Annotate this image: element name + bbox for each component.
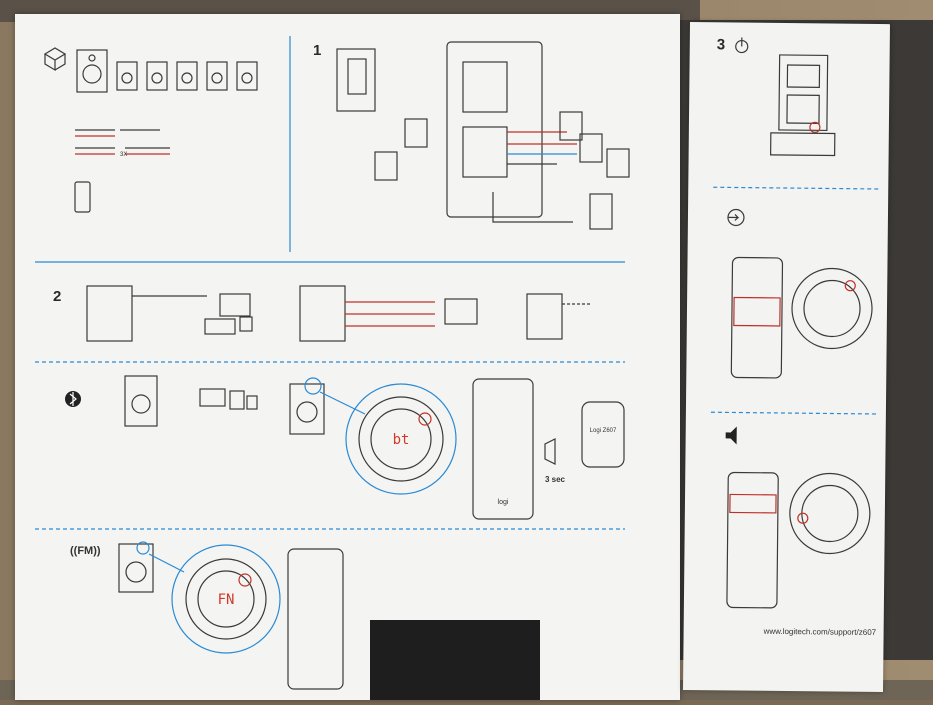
box-handle-slot xyxy=(370,620,540,700)
bluetooth-icon xyxy=(65,391,81,407)
cable-icon xyxy=(75,130,170,154)
remote-brand: logi xyxy=(498,499,509,506)
remote-icon xyxy=(75,182,90,212)
support-url[interactable]: www.logitech.com/support/z607 xyxy=(764,627,877,637)
laptop-icon xyxy=(200,389,257,409)
step-1-number: 1 xyxy=(313,42,321,59)
volume-icon xyxy=(726,426,737,444)
power-icon xyxy=(736,37,748,52)
bt-duration: 3 sec xyxy=(545,475,566,484)
side-diagram xyxy=(683,22,890,692)
main-diagram: 3X bt logi 3 sec xyxy=(15,14,680,700)
instruction-panel-side: 3 www.logitech.com/support/z607 xyxy=(683,22,890,692)
phone-device-name: Logi Z607 xyxy=(590,428,617,434)
fm-icon: ((FM)) xyxy=(70,545,101,557)
instruction-panel-main: 3X bt logi 3 sec xyxy=(15,14,680,700)
step-2-number: 2 xyxy=(53,288,61,305)
input-icon xyxy=(728,209,744,225)
speaker-icon xyxy=(77,50,257,92)
step-3-number: 3 xyxy=(717,36,726,53)
box-icon xyxy=(45,48,65,70)
fm-display: FN xyxy=(218,592,235,608)
bt-display: bt xyxy=(393,432,410,448)
cable-count: 3X xyxy=(120,152,127,158)
